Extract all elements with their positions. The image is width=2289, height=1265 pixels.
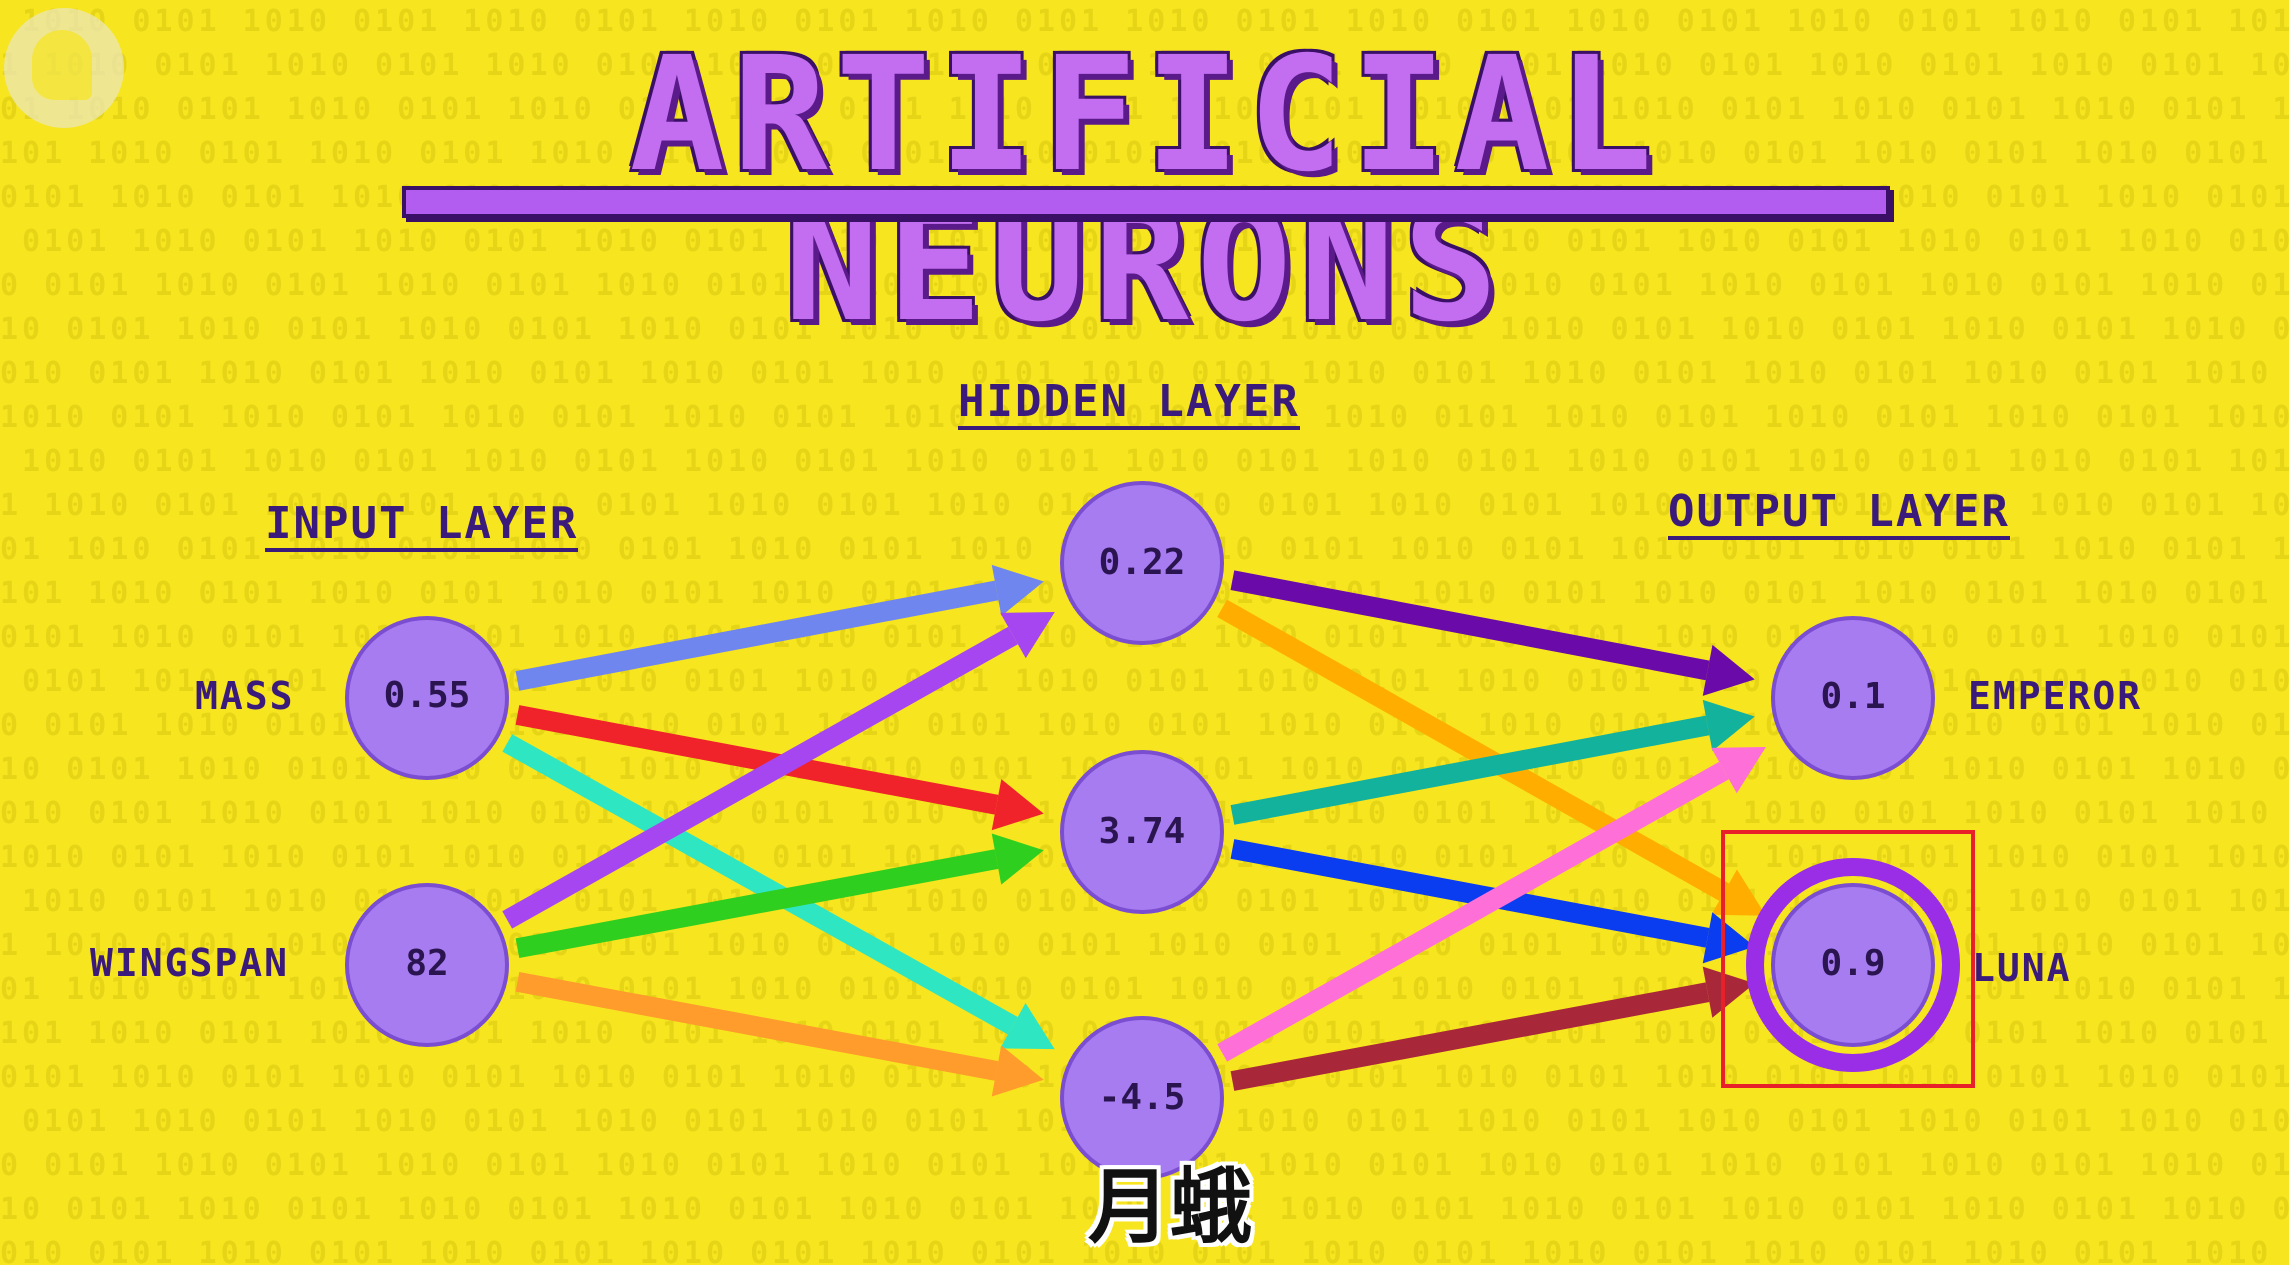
edge-input-0-to-hidden-2 — [502, 734, 1018, 1035]
channel-logo-icon — [4, 8, 124, 128]
edge-arrowhead-input-0-to-hidden-2 — [1000, 1003, 1055, 1050]
edge-hidden-2-to-output-1 — [1230, 982, 1710, 1091]
edge-hidden-1-to-output-0 — [1230, 715, 1710, 825]
edge-hidden-2-to-output-0 — [1217, 761, 1729, 1062]
edge-hidden-0-to-output-0 — [1230, 570, 1710, 681]
node-hidden-1 — [1060, 750, 1224, 914]
edge-input-1-to-hidden-1 — [515, 849, 999, 959]
edge-hidden-1-to-output-1 — [1230, 839, 1710, 948]
node-input-1 — [345, 883, 509, 1047]
input-node-wingspan-value: 82 — [405, 943, 449, 984]
hidden-node-1-value: 0.22 — [1098, 542, 1186, 583]
hidden-layer-label: HIDDEN LAYER — [958, 378, 1300, 430]
input-node-mass-value: 0.55 — [383, 675, 471, 716]
nodes — [345, 481, 1960, 1180]
edge-arrowhead-input-1-to-hidden-2 — [991, 1045, 1044, 1097]
node-output-1 — [1771, 883, 1935, 1047]
node-hidden-0 — [1060, 481, 1224, 645]
node-output-0 — [1771, 616, 1935, 780]
hidden-node-3-value: -4.5 — [1098, 1077, 1186, 1118]
output-label-emperor: EMPEROR — [1968, 674, 2143, 718]
input-label-wingspan: WINGSPAN — [90, 941, 290, 985]
caption-subtitle: 月蛾 — [1087, 1160, 1252, 1255]
edge-input-1-to-hidden-2 — [515, 971, 999, 1081]
input-layer-label: INPUT LAYER — [265, 500, 579, 552]
highlight-box — [1721, 830, 1975, 1088]
edge-arrowhead-input-0-to-hidden-1 — [991, 779, 1044, 831]
hidden-node-2-value: 3.74 — [1098, 811, 1186, 852]
edge-arrowhead-hidden-2-to-output-0 — [1711, 747, 1766, 794]
edge-arrowhead-hidden-1-to-output-1 — [1702, 912, 1755, 964]
output-node-emperor-value: 0.1 — [1820, 676, 1886, 717]
edge-input-0-to-hidden-0 — [515, 580, 999, 691]
input-label-mass: MASS — [195, 674, 295, 718]
node-input-0 — [345, 616, 509, 780]
edge-arrowhead-hidden-0-to-output-1 — [1711, 869, 1766, 916]
edge-arrowhead-input-0-to-hidden-0 — [991, 564, 1044, 617]
output-label-luna: LUNA — [1972, 946, 2072, 990]
luna-highlight-ring — [1746, 858, 1960, 1072]
edge-hidden-0-to-output-1 — [1217, 599, 1730, 901]
edge-arrowhead-input-1-to-hidden-0 — [1000, 612, 1055, 659]
output-layer-label: OUTPUT LAYER — [1668, 488, 2010, 540]
edge-arrowhead-hidden-1-to-output-0 — [1702, 699, 1755, 751]
edge-arrowhead-input-1-to-hidden-1 — [991, 833, 1044, 885]
node-hidden-2 — [1060, 1016, 1224, 1180]
edge-arrowhead-hidden-2-to-output-1 — [1702, 966, 1755, 1018]
edge-arrowhead-hidden-0-to-output-0 — [1702, 644, 1755, 696]
edges — [502, 564, 1766, 1097]
edge-input-0-to-hidden-1 — [515, 705, 999, 815]
title-underline — [402, 186, 1890, 218]
edge-input-1-to-hidden-0 — [502, 626, 1018, 929]
output-node-luna-value: 0.9 — [1820, 943, 1886, 984]
